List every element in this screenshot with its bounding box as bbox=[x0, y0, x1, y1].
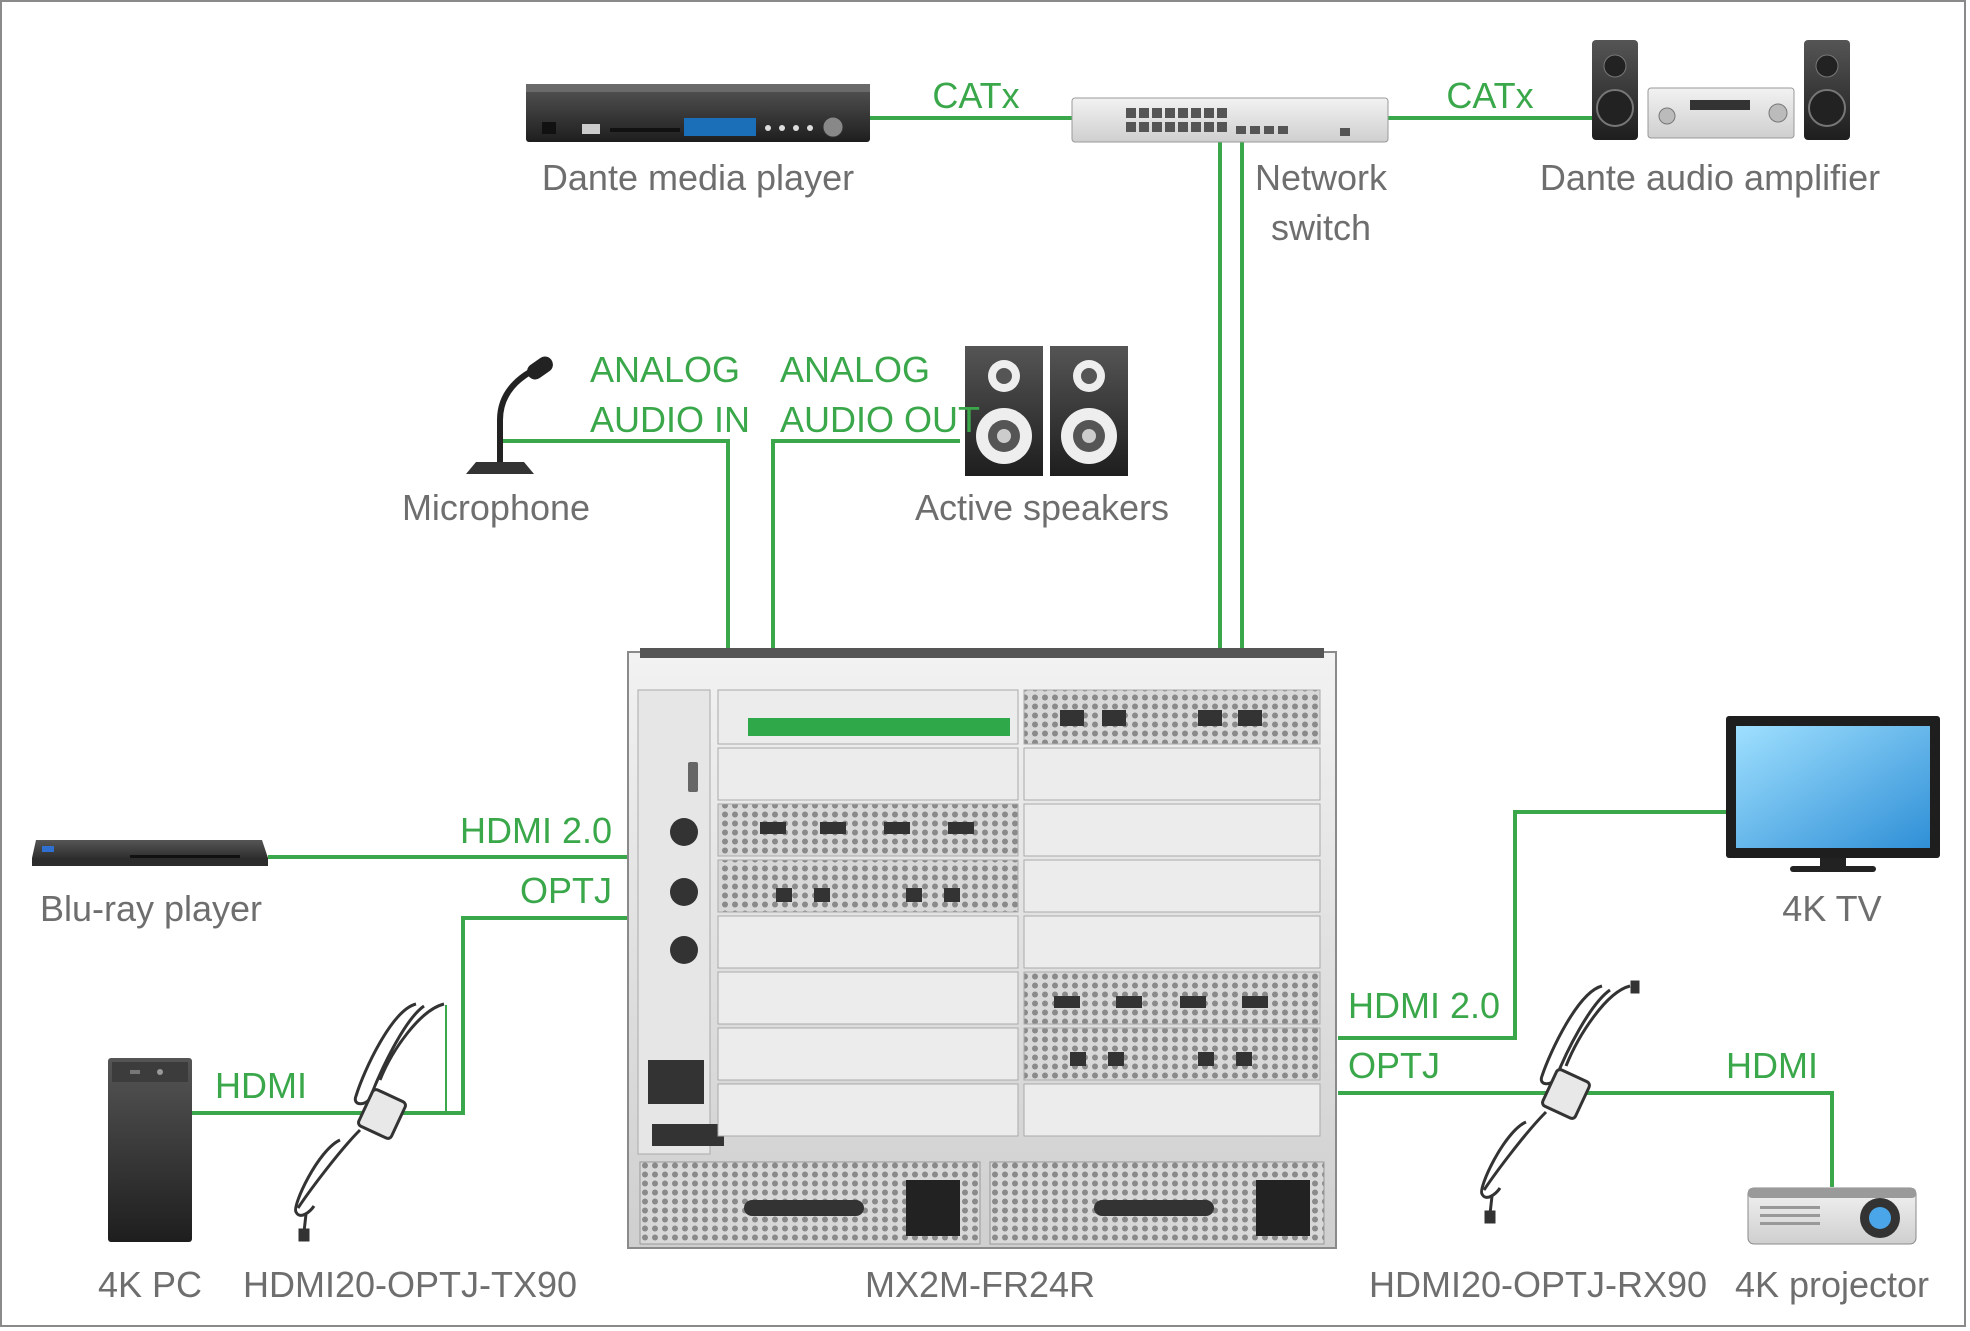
cables bbox=[192, 116, 1834, 1187]
label-bluray-player: Blu-ray player bbox=[40, 888, 262, 929]
label-optj-left: OPTJ bbox=[520, 870, 612, 911]
bluray-player-device bbox=[32, 840, 268, 866]
label-hdmi20-left: HDMI 2.0 bbox=[460, 810, 612, 851]
label-catx-right: CATx bbox=[1446, 75, 1533, 116]
cable-optj-left bbox=[365, 916, 628, 1115]
label-dante-audio-amplifier: Dante audio amplifier bbox=[1540, 157, 1880, 198]
label-hdmi-pc: HDMI bbox=[215, 1065, 307, 1106]
label-matrix-frame: MX2M-FR24R bbox=[865, 1264, 1095, 1305]
label-analog-out-1: ANALOG bbox=[780, 349, 930, 390]
cable-analog-in bbox=[502, 439, 730, 652]
label-network-switch-line1: Network bbox=[1255, 157, 1388, 198]
cable-analog-out bbox=[771, 439, 960, 652]
network-switch-device bbox=[1071, 97, 1389, 143]
label-4k-projector: 4K projector bbox=[1735, 1264, 1929, 1305]
dante-audio-amplifier-device bbox=[1592, 40, 1850, 140]
label-rx-extender: HDMI20-OPTJ-RX90 bbox=[1369, 1264, 1707, 1305]
label-optj-right: OPTJ bbox=[1348, 1045, 1440, 1086]
label-microphone: Microphone bbox=[402, 487, 590, 528]
dante-media-player-device bbox=[526, 84, 870, 142]
label-analog-in-1: ANALOG bbox=[590, 349, 740, 390]
label-tx-extender: HDMI20-OPTJ-TX90 bbox=[243, 1264, 577, 1305]
active-speakers-device bbox=[965, 346, 1128, 476]
label-analog-out-2: AUDIO OUT bbox=[780, 399, 980, 440]
label-network-switch-line2: switch bbox=[1271, 207, 1371, 248]
label-analog-in-2: AUDIO IN bbox=[590, 399, 750, 440]
label-hdmi20-right: HDMI 2.0 bbox=[1348, 985, 1500, 1026]
rx-extender-device bbox=[1480, 980, 1640, 1224]
matrix-frame-device bbox=[627, 648, 1337, 1249]
label-hdmi-proj: HDMI bbox=[1726, 1045, 1818, 1086]
4k-tv-device bbox=[1726, 716, 1940, 872]
cable-hdmi-proj bbox=[1565, 1091, 1834, 1187]
4k-projector-device bbox=[1747, 1187, 1917, 1245]
4k-pc-device bbox=[108, 1058, 192, 1242]
label-4k-pc: 4K PC bbox=[98, 1264, 202, 1305]
cable-hdmi20-right bbox=[1338, 810, 1728, 1040]
microphone-device bbox=[466, 356, 553, 474]
label-4k-tv: 4K TV bbox=[1782, 888, 1881, 929]
tx-extender-device bbox=[294, 1002, 445, 1242]
label-dante-media-player: Dante media player bbox=[542, 157, 854, 198]
label-catx-left: CATx bbox=[932, 75, 1019, 116]
label-active-speakers: Active speakers bbox=[915, 487, 1169, 528]
